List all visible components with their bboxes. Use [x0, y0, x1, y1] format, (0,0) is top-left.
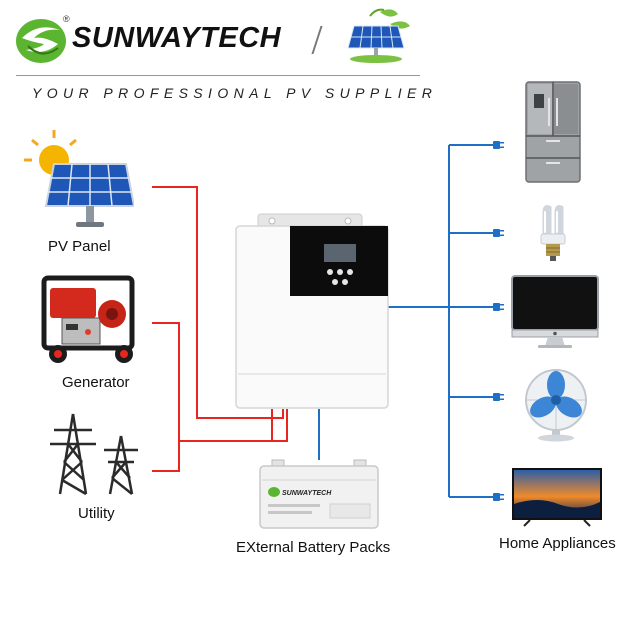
hybrid-inverter-icon — [235, 213, 389, 409]
generator-icon — [41, 275, 135, 363]
pv-panel-label: PV Panel — [48, 238, 111, 255]
registered-mark: ® — [63, 14, 70, 24]
brand-name: SUNWAYTECH — [72, 22, 282, 54]
utility-junction-wire — [272, 409, 288, 442]
power-tower-icon — [50, 413, 138, 496]
header-rule — [16, 75, 420, 76]
plug-icon — [493, 141, 504, 149]
monitor-icon — [511, 275, 599, 348]
battery-brand-text: SUNWAYTECH — [282, 490, 332, 497]
output-wires — [318, 144, 493, 498]
utility-label: Utility — [78, 505, 115, 522]
plug-icons — [493, 141, 504, 501]
solar-panel-icon — [24, 130, 134, 227]
solar-leaf-logo-icon — [347, 8, 410, 63]
sunwaytech-logo-icon — [16, 19, 66, 63]
refrigerator-icon — [525, 81, 581, 183]
home-appliances-label: Home Appliances — [499, 535, 616, 552]
fan-icon — [525, 369, 587, 442]
input-wires — [152, 186, 288, 472]
light-bulb-icon — [540, 205, 566, 261]
pv-panel-wire — [152, 186, 284, 419]
plug-icon — [493, 229, 504, 237]
tv-icon — [512, 468, 602, 527]
plug-icon — [493, 303, 504, 311]
plug-icon — [493, 493, 504, 501]
plug-icon — [493, 393, 504, 401]
battery-label: EXternal Battery Packs — [236, 539, 391, 556]
generator-label: Generator — [62, 374, 130, 391]
battery-icon: SUNWAYTECH — [259, 459, 379, 529]
header: ® SUNWAYTECH YOUR PROFESSIONAL PV SUPPLI… — [0, 0, 640, 110]
tagline: YOUR PROFESSIONAL PV SUPPLIER — [32, 85, 438, 101]
utility-wire — [152, 441, 180, 472]
